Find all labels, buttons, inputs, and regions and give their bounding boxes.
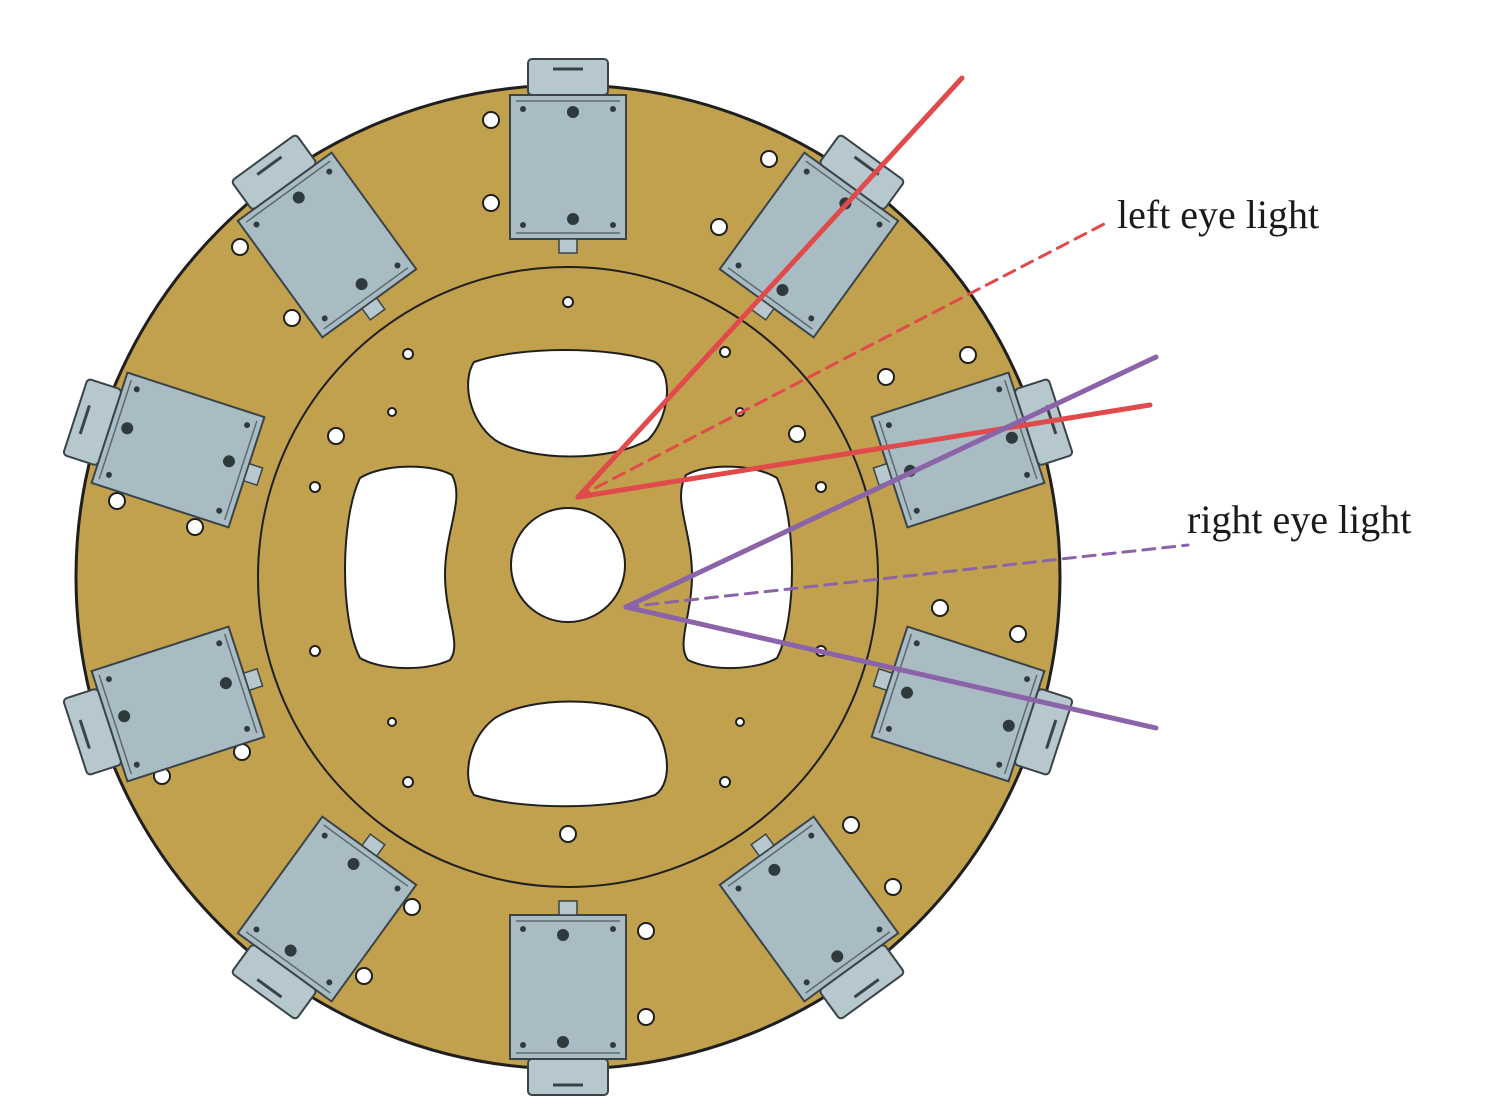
right-eye-light-label: right eye light xyxy=(1187,497,1411,542)
left-eye-rays xyxy=(575,75,1153,500)
right-eye-rays xyxy=(623,354,1190,731)
camera-0 xyxy=(508,57,628,255)
mounting-holes xyxy=(108,111,1027,1026)
camera-180 xyxy=(508,899,628,1097)
plate-cutouts xyxy=(344,349,793,808)
inner-ring xyxy=(257,266,879,888)
left-eye-light-label: left eye light xyxy=(1117,192,1319,237)
